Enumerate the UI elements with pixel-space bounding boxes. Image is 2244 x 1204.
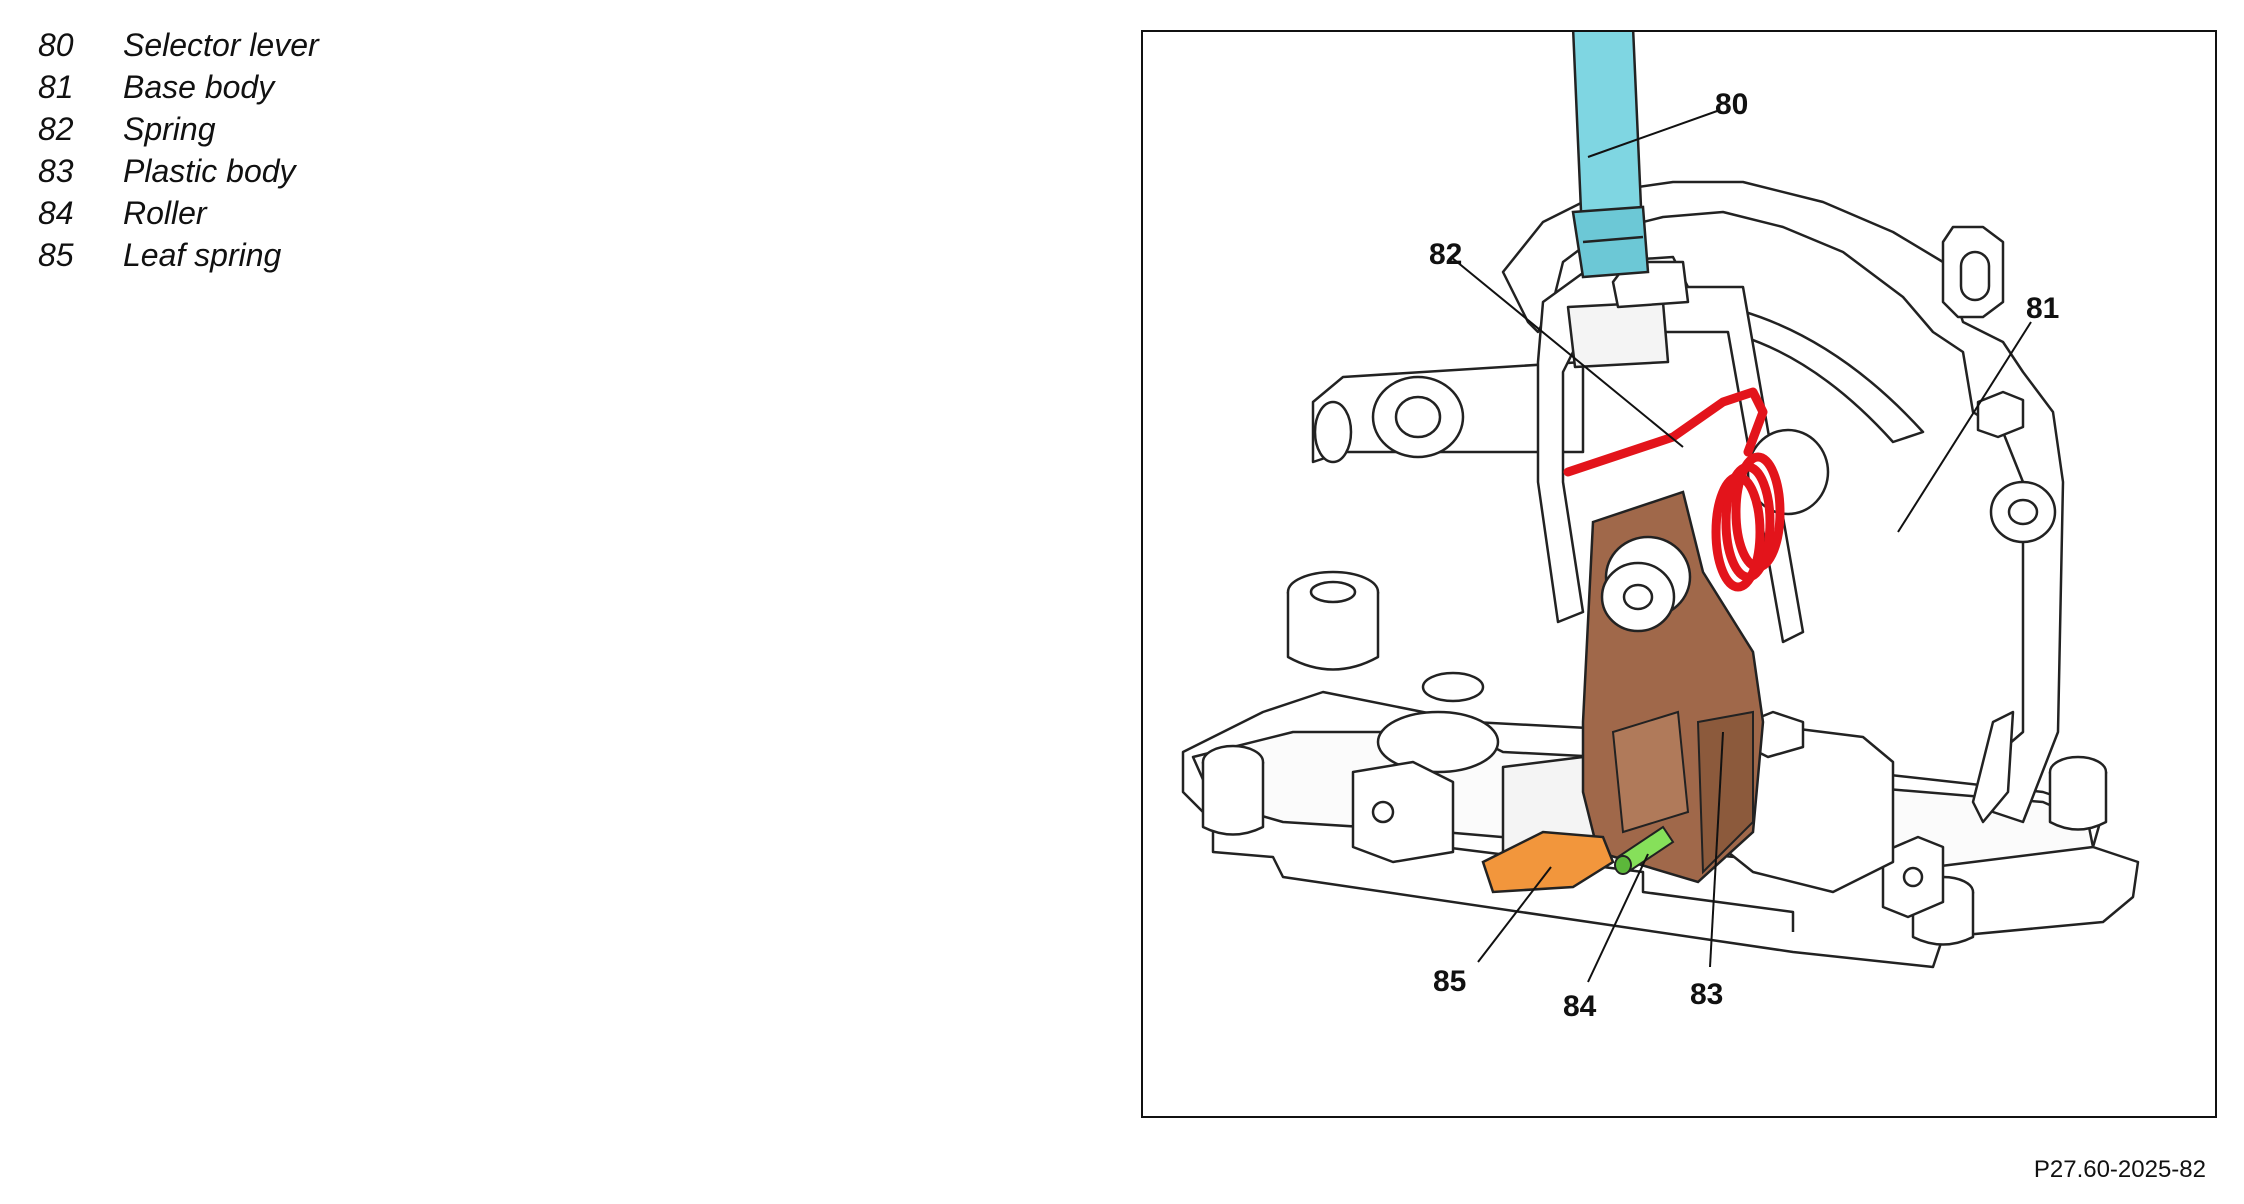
plate-big-hole [1376, 710, 1500, 774]
plastic-body-face [1611, 710, 1690, 834]
roller [1614, 825, 1675, 875]
left-mount [1351, 760, 1455, 864]
legend-number: 84 [38, 195, 74, 231]
selector-lever [1571, 32, 1650, 279]
leaf-spring [1481, 830, 1615, 894]
switch-housing [1726, 725, 1895, 894]
legend-label: Spring [123, 111, 216, 147]
legend-item-82: 82 Spring [38, 108, 319, 150]
callout-85: 85 [1433, 965, 1467, 998]
legend-number: 82 [38, 111, 74, 147]
small-block [1976, 390, 2025, 439]
legend-label: Plastic body [123, 153, 296, 189]
legend-label: Roller [123, 195, 207, 231]
leader-line-81 [1897, 321, 2032, 533]
parts-legend: 80 Selector lever 81 Base body 82 Spring… [38, 24, 319, 276]
spring [1563, 387, 1785, 592]
legend-item-85: 85 Leaf spring [38, 234, 319, 276]
plastic-body-side [1696, 710, 1754, 875]
legend-item-81: 81 Base body [38, 66, 319, 108]
gate-arc [1701, 300, 1925, 444]
callout-80: 80 [1715, 88, 1749, 121]
callout-84: 84 [1563, 990, 1597, 1023]
leader-line-83 [1709, 731, 1724, 968]
figure-code: P27.60-2025-82 [2033, 1156, 2206, 1183]
legend-label: Selector lever [123, 27, 319, 63]
leader-line-80 [1587, 109, 1721, 158]
legend-number: 83 [38, 153, 74, 189]
leader-line-85 [1477, 866, 1552, 963]
legend-item-83: 83 Plastic body [38, 150, 319, 192]
left-bracket-hole [1313, 400, 1353, 464]
right-slot [1971, 710, 2015, 824]
legend-number: 81 [38, 69, 74, 105]
callout-83: 83 [1690, 978, 1724, 1011]
lever-frame-inner [1566, 300, 1670, 369]
leader-line-82 [1450, 256, 1684, 448]
selector-mechanism-figure: 80 81 82 83 84 85 [1141, 30, 2217, 1118]
legend-number: 85 [38, 237, 74, 273]
plate-small-hole [1421, 671, 1485, 703]
legend-item-84: 84 Roller [38, 192, 319, 234]
callout-81: 81 [2026, 292, 2060, 325]
right-mount-slot [1959, 250, 1991, 302]
legend-number: 80 [38, 27, 74, 63]
leader-line-84 [1587, 853, 1649, 983]
legend-item-80: 80 Selector lever [38, 24, 319, 66]
legend-label: Base body [123, 69, 275, 105]
mechanism-illustration [1181, 32, 2140, 983]
legend-label: Leaf spring [123, 237, 282, 273]
callout-82: 82 [1429, 238, 1463, 271]
